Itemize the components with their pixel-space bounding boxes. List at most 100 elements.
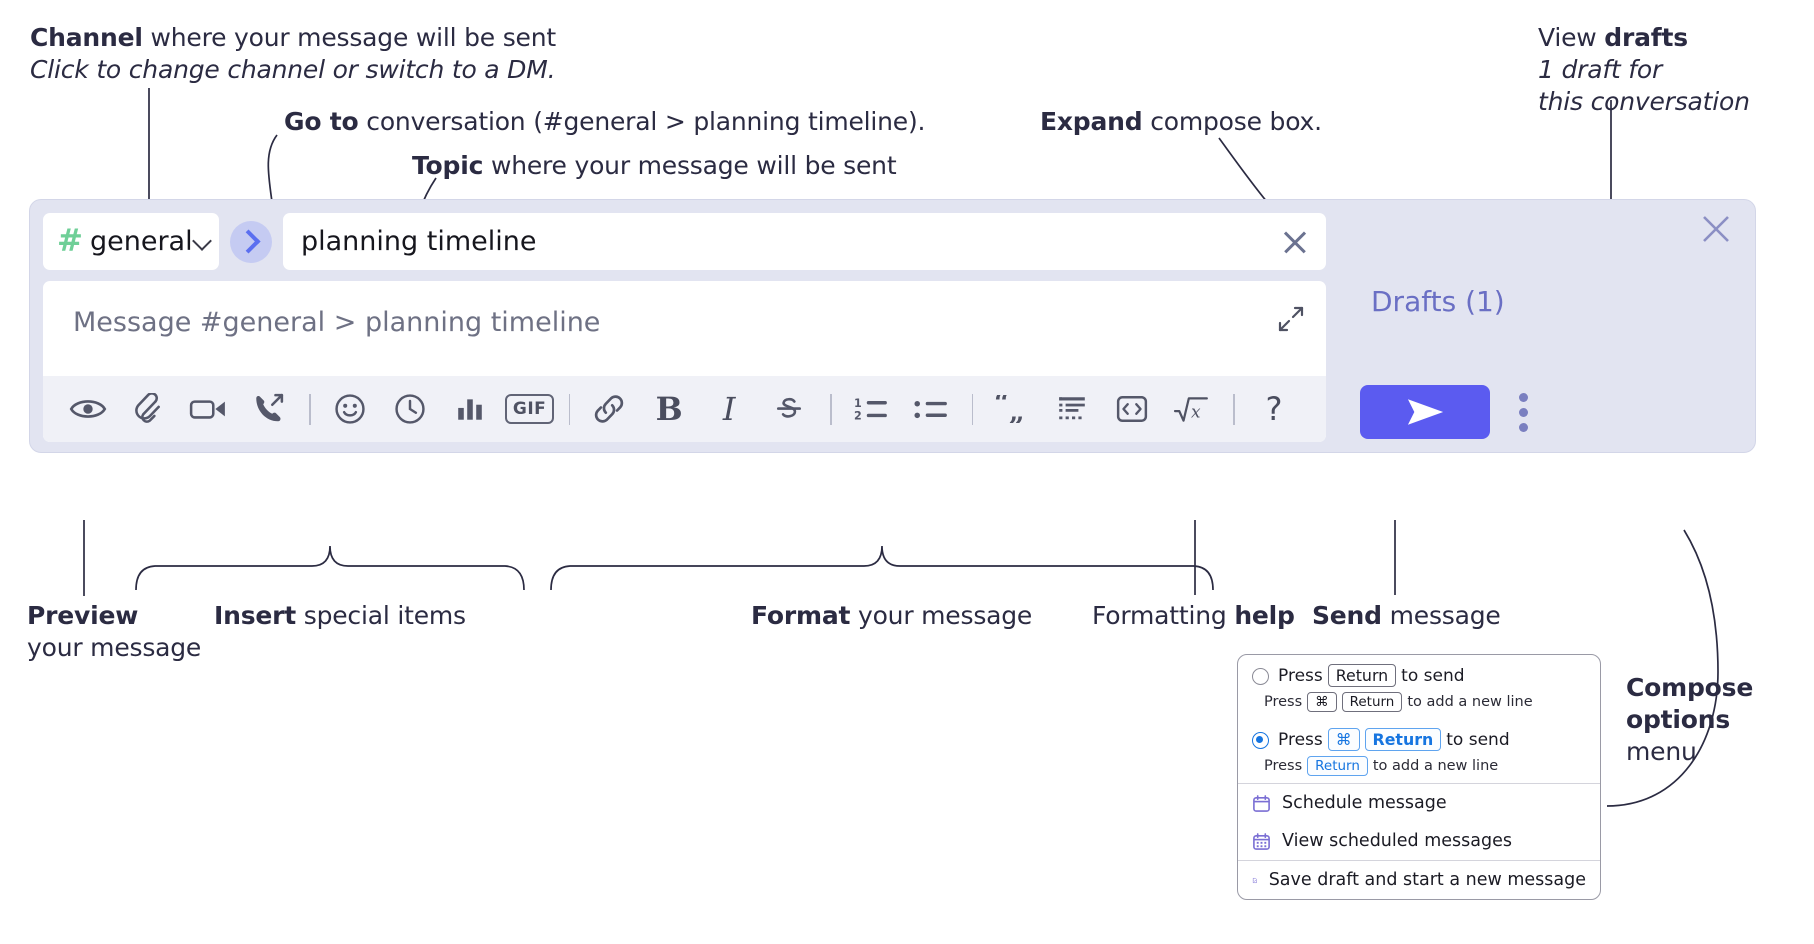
annotation-format: Format your message — [751, 600, 1032, 632]
annotation-expand-rest: compose box. — [1142, 107, 1322, 136]
message-placeholder: Message #general > planning timeline — [73, 307, 601, 338]
send-option-return[interactable]: Press Return to send — [1238, 655, 1600, 689]
annotation-goto-bold: Go to — [284, 107, 359, 136]
kebab-dot — [1518, 392, 1528, 402]
strikethrough-icon[interactable] — [766, 386, 812, 432]
call-icon[interactable] — [245, 386, 291, 432]
tail-label: to send — [1401, 665, 1465, 686]
attachment-icon[interactable] — [125, 386, 171, 432]
help-icon[interactable]: ? — [1251, 386, 1297, 432]
annotation-channel: Channel where your message will be sent … — [30, 22, 556, 86]
annotation-send-rest: message — [1381, 601, 1501, 630]
format-toolbar: GIF B I — [43, 376, 1326, 442]
annotation-topic-rest: where your message will be sent — [483, 151, 897, 180]
drafts-link[interactable]: Drafts (1) — [1371, 285, 1505, 318]
annotation-preview-bold: Preview — [27, 601, 139, 630]
annotation-drafts-sub1: 1 draft for — [1538, 55, 1663, 84]
toolbar-separator — [309, 393, 311, 425]
channel-selector[interactable]: # general — [43, 213, 219, 270]
toolbar-separator — [1233, 393, 1235, 425]
italic-icon[interactable]: I — [706, 386, 752, 432]
annotation-compose-options-bold2: options — [1626, 705, 1731, 734]
preview-icon[interactable] — [65, 386, 111, 432]
compose-options-menu: Press Return to send Press ⌘ Return to a… — [1237, 654, 1601, 901]
annotation-help-bold: help — [1234, 601, 1295, 630]
tail-label: to add a new line — [1372, 758, 1499, 774]
bold-icon[interactable]: B — [646, 386, 692, 432]
annotation-compose-options-bold1: Compose — [1626, 673, 1754, 702]
annotation-insert-rest: special items — [296, 601, 466, 630]
key-return: Return — [1341, 692, 1403, 712]
topic-input[interactable]: planning timeline — [283, 213, 1326, 270]
bar-chart-icon — [457, 399, 482, 420]
annotation-send-bold: Send — [1312, 601, 1382, 630]
radio-return[interactable] — [1252, 668, 1269, 685]
clear-topic-button[interactable] — [1278, 225, 1312, 259]
kebab-dot — [1518, 422, 1528, 432]
annotation-preview-sub: your message — [27, 633, 202, 662]
clock-icon-glyph — [394, 394, 425, 424]
radio-cmd-return[interactable] — [1252, 732, 1269, 749]
annotation-topic: Topic where your message will be sent — [412, 150, 897, 182]
menu-item-view-scheduled[interactable]: View scheduled messages — [1238, 822, 1600, 860]
send-button[interactable] — [1360, 385, 1490, 439]
message-box: Message #general > planning timeline — [43, 281, 1326, 442]
help-label: ? — [1265, 390, 1283, 428]
send-option-cmd-return-main: Press ⌘ Return to send — [1278, 728, 1510, 751]
toolbar-separator — [568, 393, 571, 425]
svg-text:„: „ — [1009, 396, 1025, 423]
chevron-down-icon — [193, 232, 207, 252]
phone-out-icon — [256, 393, 284, 422]
annotation-drafts-bold: drafts — [1604, 23, 1688, 52]
blockquote-icon[interactable]: “ „ — [989, 386, 1035, 432]
message-input[interactable]: Message #general > planning timeline — [43, 281, 1326, 376]
compose-options-button[interactable] — [1511, 382, 1535, 442]
chevron-right-icon — [236, 229, 261, 254]
press-label: Press — [1264, 758, 1303, 774]
math-icon[interactable]: x — [1169, 386, 1215, 432]
svg-text:1: 1 — [854, 397, 862, 410]
annotation-drafts: View drafts 1 draft for this conversatio… — [1538, 22, 1750, 118]
annotation-insert-bold: Insert — [214, 601, 297, 630]
bold-label: B — [655, 390, 683, 428]
clock-icon[interactable] — [387, 386, 433, 432]
inline-code-icon[interactable] — [1109, 386, 1155, 432]
bulleted-list-icon[interactable] — [908, 386, 954, 432]
draft-check-icon — [1252, 877, 1257, 883]
panel-close-button[interactable] — [1697, 210, 1735, 248]
annotation-format-rest: your message — [850, 601, 1033, 630]
gif-label: GIF — [504, 394, 555, 424]
eye-icon — [69, 400, 107, 418]
emoji-icon[interactable] — [327, 386, 373, 432]
menu-item-label: Schedule message — [1282, 793, 1447, 814]
strikethrough-glyph — [777, 397, 802, 418]
link-icon[interactable] — [586, 386, 632, 432]
send-option-return-sub: Press ⌘ Return to add a new line — [1264, 692, 1600, 712]
annotation-goto-rest: conversation (#general > planning timeli… — [358, 107, 926, 136]
gif-icon[interactable]: GIF — [504, 386, 555, 432]
code-block-icon[interactable] — [1049, 386, 1095, 432]
compose-panel: # general planning timeline Message #gen… — [29, 199, 1756, 453]
menu-item-schedule-message[interactable]: Schedule message — [1238, 784, 1600, 822]
send-option-cmd-return[interactable]: Press ⌘ Return to send — [1238, 719, 1600, 753]
menu-item-label: View scheduled messages — [1282, 831, 1512, 852]
channel-name-label: general — [89, 226, 193, 257]
ordered-list-icon[interactable]: 1 2 — [848, 386, 894, 432]
toolbar-separator — [830, 393, 832, 425]
expand-compose-button[interactable] — [1278, 306, 1304, 332]
video-icon[interactable] — [185, 386, 231, 432]
goto-conversation-button[interactable] — [230, 220, 272, 263]
poll-icon[interactable] — [447, 386, 493, 432]
menu-item-save-draft[interactable]: Save draft and start a new message — [1238, 861, 1600, 899]
svg-text:x: x — [1191, 401, 1201, 421]
press-label: Press — [1278, 665, 1323, 686]
press-label: Press — [1264, 694, 1303, 710]
chain-link-icon — [594, 395, 624, 423]
tail-label: to add a new line — [1407, 694, 1533, 710]
menu-item-label: Save draft and start a new message — [1268, 870, 1586, 891]
sqrt-x-glyph: x — [1174, 397, 1209, 422]
compose-header-row: # general planning timeline — [43, 213, 1326, 270]
angle-brackets-icon — [1117, 396, 1148, 422]
key-command: ⌘ — [1307, 692, 1337, 712]
annotation-expand: Expand compose box. — [1040, 106, 1322, 138]
